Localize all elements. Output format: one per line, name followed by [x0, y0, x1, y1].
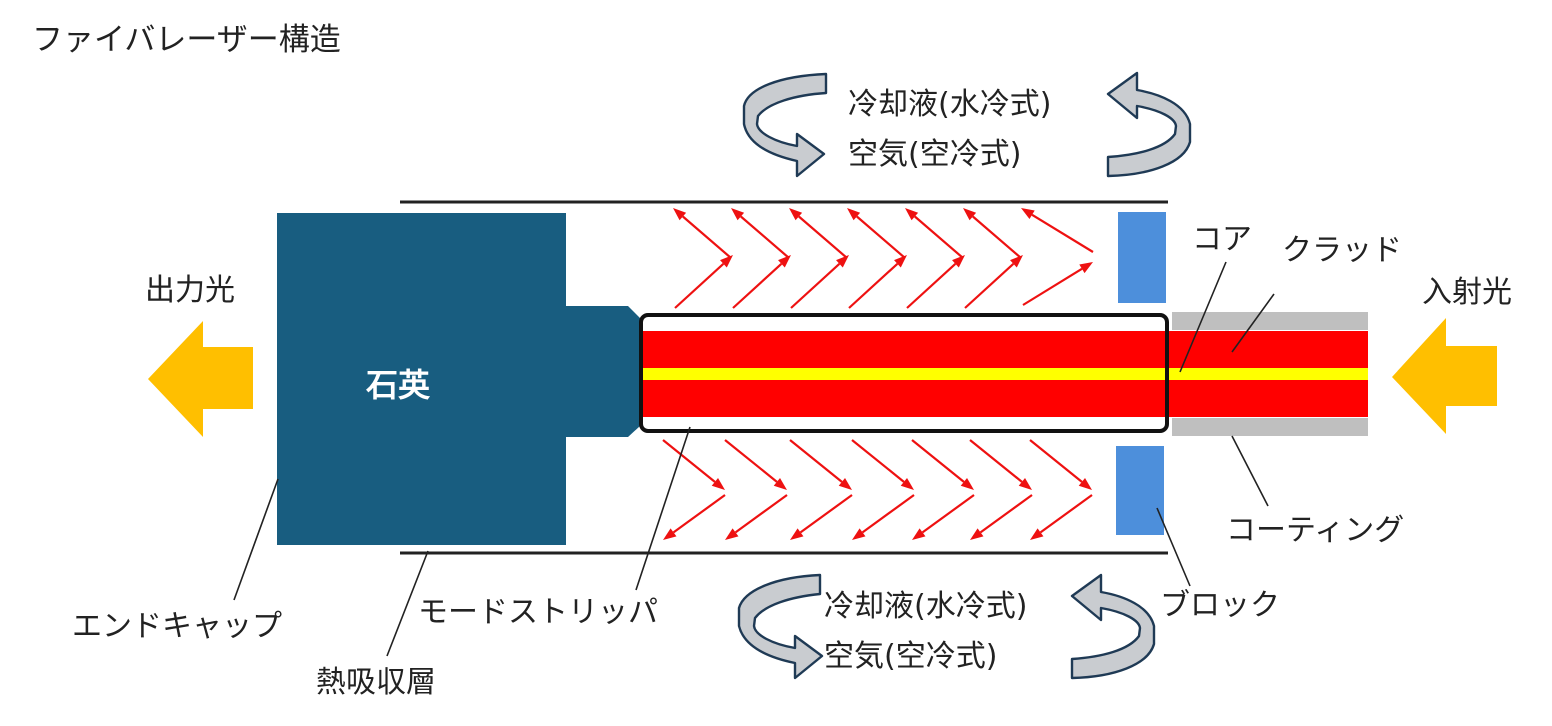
light-ray-head: [900, 477, 914, 490]
block-top: [1118, 212, 1166, 303]
coating-top: [1172, 312, 1368, 330]
circular-arrow-icon: [737, 573, 824, 680]
light-ray-head: [663, 528, 677, 540]
light-ray-head: [790, 528, 804, 540]
light-ray: [799, 494, 853, 534]
block-bottom: [1116, 446, 1164, 535]
light-ray-head: [847, 208, 861, 221]
light-ray: [740, 215, 790, 259]
light-ray-head: [963, 208, 977, 221]
coating-bottom: [1172, 418, 1368, 436]
light-ray-head: [1079, 262, 1093, 274]
cooling-top: 冷却液(水冷式) 空気(空冷式): [742, 71, 1192, 178]
circular-arrow-icon: [1106, 71, 1192, 178]
quartz-end-cap: [277, 213, 640, 545]
quartz-label: 石英: [365, 366, 431, 404]
clad-label: クラッド: [1282, 233, 1402, 268]
light-ray: [724, 439, 778, 483]
light-ray: [972, 215, 1022, 259]
scattered-light-rays: [662, 208, 1094, 540]
input-light-label: 入射光: [1422, 275, 1512, 310]
core-label: コア: [1192, 222, 1252, 257]
end-cap-label: エンドキャップ: [72, 609, 282, 644]
light-ray: [906, 262, 957, 309]
cooling-bottom: 冷却液(水冷式) 空気(空冷式): [737, 573, 1156, 680]
leader-core: [1179, 261, 1227, 373]
block-label: ブロック: [1160, 588, 1280, 623]
light-ray: [848, 262, 899, 309]
mode-stripper-label: モードストリッパ: [418, 595, 658, 630]
coating-label: コーティング: [1226, 513, 1404, 548]
light-ray: [861, 494, 915, 534]
light-ray-head: [1018, 477, 1032, 490]
light-ray-head: [1078, 477, 1092, 490]
light-ray: [790, 262, 841, 309]
light-ray-head: [789, 208, 803, 221]
circular-arrow-icon: [1070, 573, 1156, 680]
light-ray: [662, 439, 716, 483]
light-ray-head: [970, 528, 984, 540]
light-ray: [856, 215, 906, 259]
light-ray-head: [912, 528, 926, 540]
light-ray: [911, 439, 965, 483]
page-title: ファイバレーザー構造: [32, 22, 341, 58]
light-ray: [979, 494, 1033, 534]
light-ray-head: [725, 528, 739, 540]
light-ray: [1031, 213, 1094, 253]
light-ray: [851, 439, 905, 483]
light-ray-head: [1030, 528, 1044, 540]
light-ray-head: [838, 477, 852, 490]
circular-arrow-icon: [742, 72, 828, 178]
arrow-left-icon: [148, 321, 253, 437]
light-ray: [921, 494, 975, 534]
light-ray-head: [731, 208, 745, 221]
light-ray: [672, 494, 726, 534]
arrow-left-icon: [1392, 318, 1497, 434]
light-ray: [1039, 494, 1093, 534]
light-ray: [682, 215, 732, 259]
leader-clad: [1231, 293, 1275, 353]
cooling-bottom-line2: 空気(空冷式): [824, 639, 997, 674]
light-ray-head: [960, 477, 974, 490]
cooling-top-line1: 冷却液(水冷式): [848, 87, 1051, 122]
cooling-top-line2: 空気(空冷式): [848, 137, 1021, 172]
light-ray-head: [852, 528, 866, 540]
output-light-label: 出力光: [145, 273, 235, 308]
light-ray: [969, 439, 1023, 483]
light-ray: [734, 494, 788, 534]
mode-stripper: [639, 313, 1169, 433]
light-ray: [1022, 267, 1083, 306]
leader-mode-stripper: [635, 426, 691, 591]
leader-end-cap: [233, 478, 279, 601]
core: [640, 368, 1368, 380]
leader-block: [1156, 507, 1191, 587]
light-ray-head: [773, 477, 787, 490]
light-ray: [789, 439, 843, 483]
light-ray-head: [905, 208, 919, 221]
light-ray-head: [673, 208, 687, 221]
light-ray: [1029, 439, 1083, 483]
light-ray: [732, 262, 783, 309]
light-ray: [674, 262, 725, 309]
cooling-bottom-line1: 冷却液(水冷式): [824, 589, 1027, 624]
heat-absorb-layer-label: 熱吸収層: [316, 665, 436, 700]
light-ray: [964, 262, 1015, 309]
light-ray-head: [711, 477, 725, 490]
light-ray: [914, 215, 964, 259]
leader-coating: [1231, 435, 1269, 507]
leader-heat-absorb: [386, 550, 429, 657]
light-ray: [798, 215, 848, 259]
light-ray-head: [1021, 208, 1035, 220]
